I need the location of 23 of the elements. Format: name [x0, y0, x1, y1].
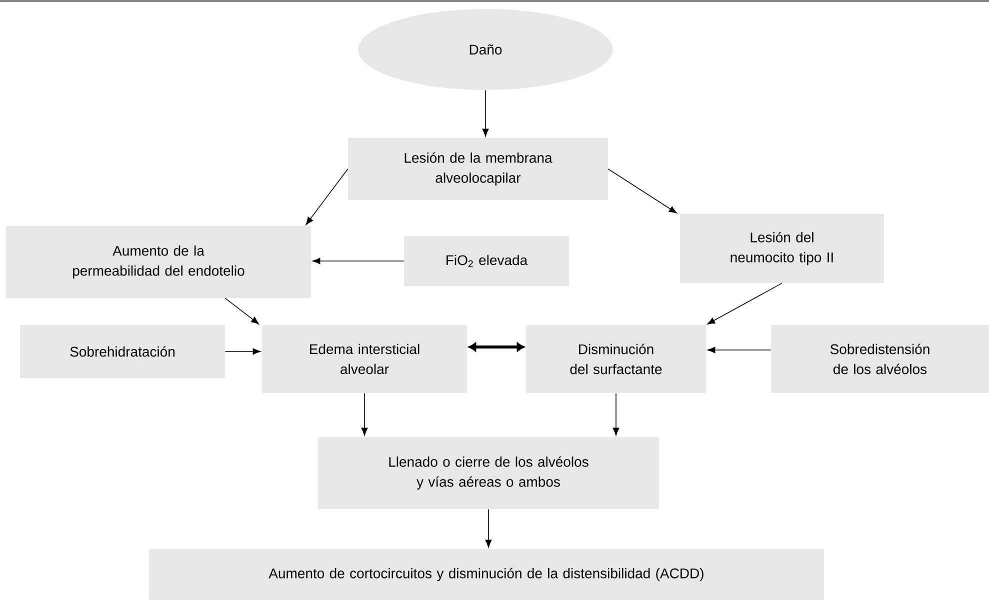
process-box: FiO$_{2}$ elevada: [404, 236, 569, 286]
oval-node: Daño: [358, 9, 613, 90]
process-box: Lesión de la membrana alveolocapilar: [348, 138, 608, 200]
process-box: Lesión del neumocito tipo II: [680, 214, 884, 283]
arrow: [707, 282, 782, 324]
arrow: [224, 298, 259, 324]
process-box: Sobrehidratación: [20, 325, 225, 378]
arrow: [361, 392, 368, 436]
arrow: [482, 90, 489, 137]
arrow: [312, 258, 404, 264]
process-box: Edema intersticial alveolar: [262, 325, 467, 393]
arrow: [224, 348, 261, 355]
arrow: [608, 168, 677, 214]
process-box: Aumento de la permeabilidad del endotelio: [6, 226, 311, 298]
process-box: Disminución del surfactante: [526, 325, 706, 393]
arrow: [612, 392, 620, 436]
process-box: Sobredistensión de los alvéolos: [771, 325, 989, 393]
arrow: [306, 168, 348, 225]
process-box: Llenado o cierre de los alvéolos y vías aéreas o ambos: [318, 437, 659, 509]
arrow: [707, 346, 772, 354]
arrow: [468, 342, 524, 352]
process-box: Aumento de cortocircuitos y disminución de la distensibilidad (ACDD): [149, 549, 824, 600]
arrow: [485, 508, 492, 548]
